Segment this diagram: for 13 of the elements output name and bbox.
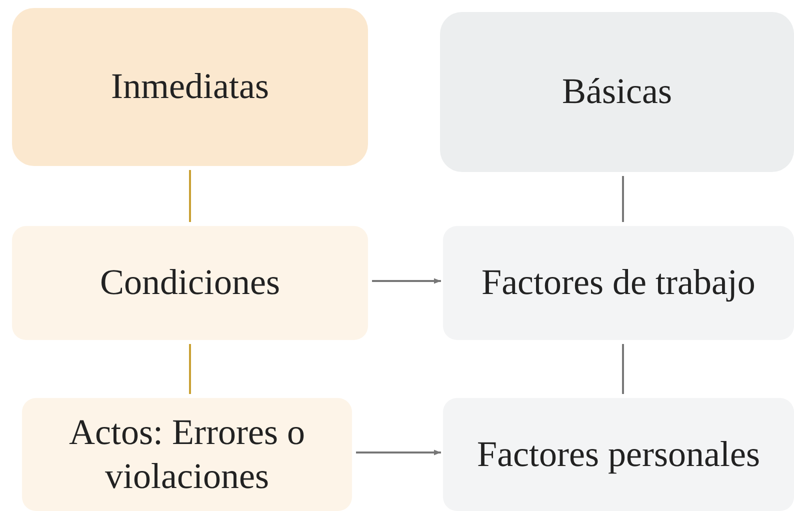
connector-line	[189, 170, 191, 222]
arrow	[356, 450, 441, 456]
box-label: Inmediatas	[111, 65, 269, 108]
connector-line	[622, 344, 624, 394]
box-label: Factores de trabajo	[482, 261, 756, 304]
box-label: Básicas	[562, 70, 672, 114]
connector-line	[189, 344, 191, 394]
connector-line	[622, 176, 624, 222]
arrow	[372, 278, 441, 284]
rounded-box	[12, 8, 368, 166]
box-label: Condiciones	[100, 261, 280, 304]
box-label: Factores personales	[477, 432, 760, 476]
box-label: Actos: Errores o violaciones	[68, 411, 306, 498]
